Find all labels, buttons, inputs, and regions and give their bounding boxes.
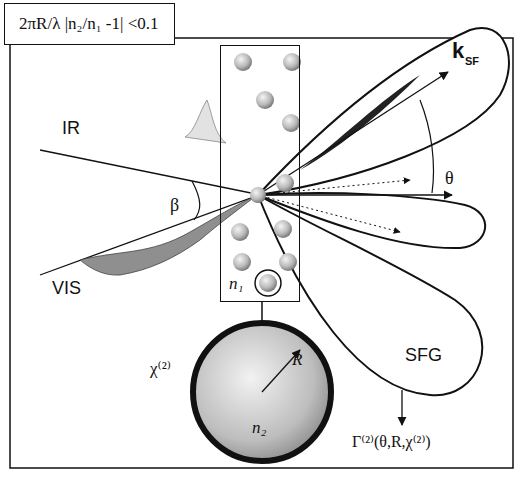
connector-line [261, 302, 263, 323]
angle-label: θ [445, 168, 454, 189]
particle [274, 220, 292, 238]
wavevector-subscript: SF [465, 55, 479, 67]
node-text: n₂ [252, 418, 266, 438]
particle [233, 253, 251, 271]
condition-box: 2πR/λ |n₂/n₁ -1| <0.1 [4, 3, 175, 45]
selected-particle-ring [255, 270, 281, 296]
particle [259, 274, 277, 292]
node-text: R [292, 350, 302, 370]
node-text: 2πR/λ |n₂/n₁ -1| <0.1 [19, 14, 160, 34]
particle [283, 53, 301, 71]
particle [234, 53, 252, 71]
particle [250, 187, 266, 203]
beam-label: VIS [52, 278, 81, 299]
node-text: n₁ [229, 274, 243, 294]
sphere-outline [190, 320, 334, 464]
angle-label: β [170, 195, 179, 216]
signal-label: Γ⁽²⁾(θ,R,χ⁽²⁾) [352, 432, 431, 451]
lobe-label: SFG [405, 345, 442, 366]
particle [282, 114, 300, 132]
beam-label: IR [62, 118, 80, 139]
particle [231, 223, 249, 241]
wavevector-label: k [452, 38, 464, 64]
sample-cell: n₁ [220, 45, 300, 302]
particle [276, 174, 294, 192]
susceptibility-label: χ⁽²⁾ [150, 358, 171, 379]
particle [279, 253, 297, 271]
particle [256, 91, 274, 109]
particle-sphere: Rn₂ [190, 320, 334, 464]
